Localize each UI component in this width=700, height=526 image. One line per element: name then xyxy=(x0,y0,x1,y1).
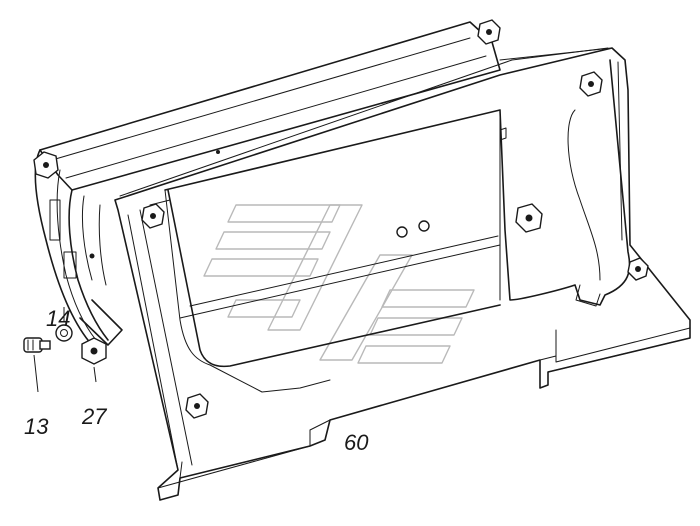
small-studs xyxy=(89,150,430,259)
nut-top-left xyxy=(33,151,59,179)
nut-upper-right xyxy=(579,71,603,97)
screw-part-13 xyxy=(23,337,51,353)
front-panel xyxy=(114,47,691,501)
callout-60: 60 xyxy=(344,430,369,455)
nut-center-right xyxy=(515,203,543,233)
callout-13: 13 xyxy=(24,414,49,439)
nut-left-mid xyxy=(141,203,165,229)
leader-13 xyxy=(33,354,39,393)
mounting-nuts xyxy=(33,19,649,419)
leader-27 xyxy=(93,366,97,383)
nut-bottom-center xyxy=(185,393,209,419)
callout-27: 27 xyxy=(81,404,107,429)
nut-bottom-left xyxy=(81,337,107,365)
callout-14: 14 xyxy=(46,306,70,331)
nut-right xyxy=(627,257,649,281)
cluster-housing xyxy=(34,21,501,346)
watermark-logo xyxy=(203,204,475,364)
nut-top-right xyxy=(477,19,501,45)
washer-part-14 xyxy=(55,324,73,342)
